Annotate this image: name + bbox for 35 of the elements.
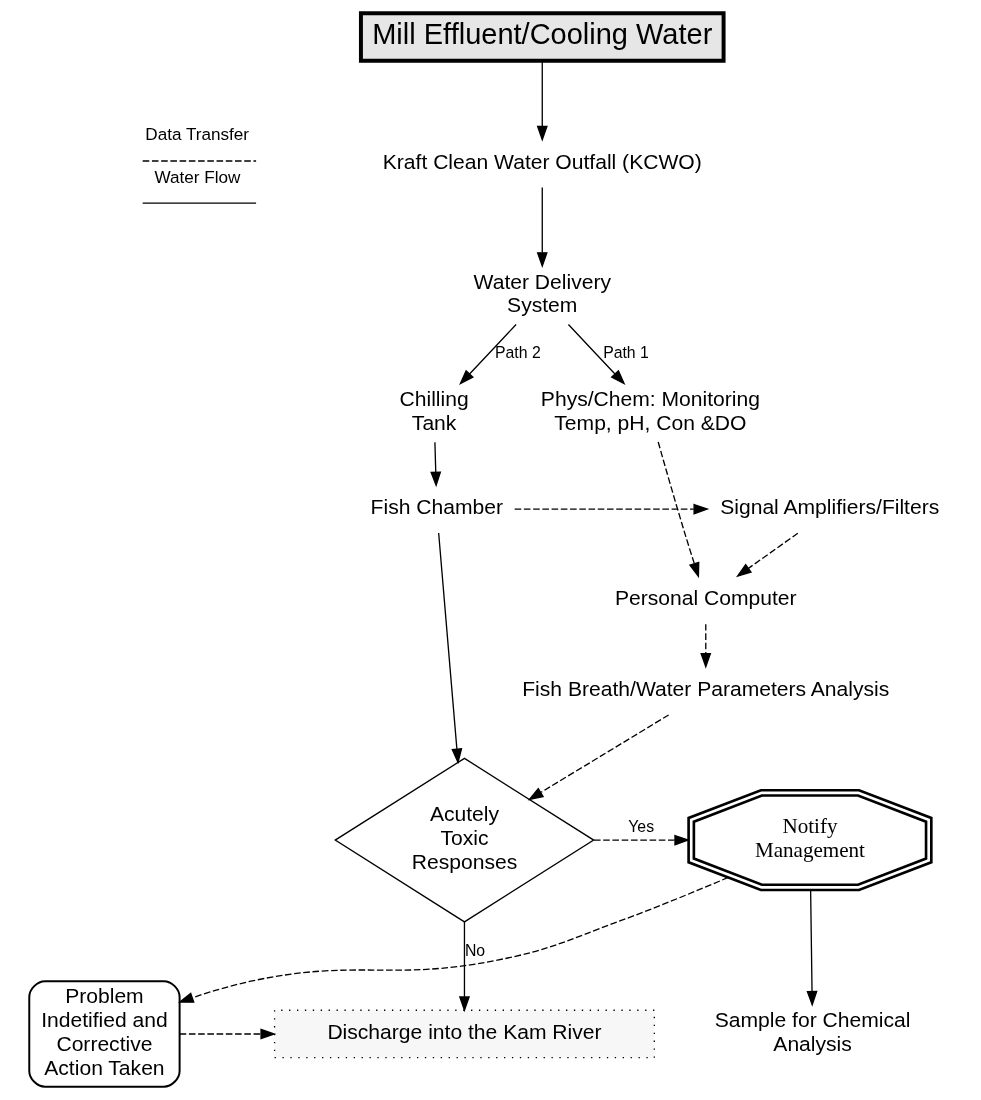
node-box: Discharge into the Kam River xyxy=(273,1009,655,1059)
arrow xyxy=(459,323,517,386)
arrow xyxy=(514,503,710,515)
arrow xyxy=(438,532,463,765)
arrow xyxy=(567,323,626,386)
arrow xyxy=(700,623,712,669)
arrow xyxy=(177,876,729,1003)
node-box: Problem Indetified and Corrective Action Taken xyxy=(28,980,181,1088)
arrow xyxy=(593,834,691,846)
node-box: Mill Effluent/Cooling Water xyxy=(358,11,726,63)
node-text: Chilling Tank xyxy=(399,386,469,434)
arrow xyxy=(806,889,818,1007)
arrow xyxy=(735,532,799,578)
arrow xyxy=(527,714,670,801)
node-text: Fish Chamber xyxy=(370,495,503,519)
legend-label: Water Flow xyxy=(154,166,241,187)
arrow xyxy=(430,441,442,488)
arrow xyxy=(179,1028,277,1040)
node-text: Signal Amplifiers/Filters xyxy=(720,495,940,519)
legend-label: Data Transfer xyxy=(145,124,250,145)
node-text: Water Delivery System xyxy=(473,269,611,317)
edge-label: No xyxy=(464,941,486,959)
node-text: Kraft Clean Water Outfall (KCWO) xyxy=(382,149,702,173)
arrow xyxy=(536,186,548,269)
arrow xyxy=(657,441,700,579)
arrow xyxy=(458,921,470,1013)
edge-label: Yes xyxy=(628,817,655,835)
node-text: Phys/Chem: Monitoring Temp, pH, Con &DO xyxy=(540,386,760,434)
node-text: Personal Computer xyxy=(614,586,797,610)
arrow xyxy=(536,60,548,142)
node-text: Sample for Chemical Analysis xyxy=(714,1008,911,1055)
node-diamond: Acutely Toxic Responses xyxy=(334,757,595,923)
node-text: Fish Breath/Water Parameters Analysis xyxy=(522,677,890,701)
edge-label: Path 2 xyxy=(495,344,541,362)
edge-label: Path 1 xyxy=(603,344,649,362)
